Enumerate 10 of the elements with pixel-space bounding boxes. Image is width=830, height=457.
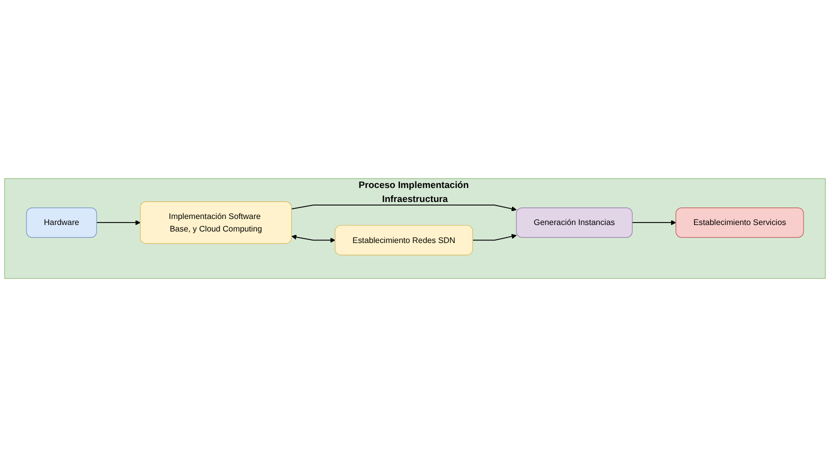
arrow [472,234,517,241]
node-box: Hardware [26,208,97,238]
node-box: Generación Instancias [516,208,633,238]
node-box: Establecimiento Servicios [676,208,804,238]
arrow [632,220,676,226]
arrow [96,220,140,226]
node-box: Establecimiento Redes SDN [334,225,474,256]
arrow [291,234,336,243]
node-box: Implementación Software Base, y Cloud Computing [140,201,292,244]
arrow [291,204,517,212]
